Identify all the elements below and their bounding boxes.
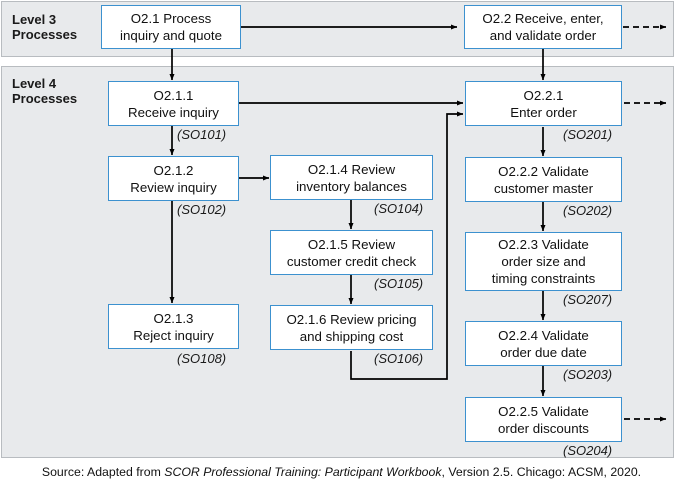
node-o214-line1: O2.1.4 Review	[307, 161, 396, 177]
node-o221-line1: O2.2.1	[523, 87, 564, 103]
level-3-band-label: Level 3 Processes	[12, 12, 97, 42]
node-o224-line1: O2.2.4 Validate	[498, 327, 589, 343]
node-o216-line1: O2.1.6 Review pricing	[286, 311, 417, 327]
node-o21-line2: inquiry and quote	[119, 28, 223, 43]
node-o211-line2: Receive inquiry	[128, 104, 219, 120]
node-o213-line1: O2.1.3	[153, 310, 194, 326]
node-o21[interactable]: O2.1 Process inquiry and quote	[101, 5, 241, 49]
node-o212[interactable]: O2.1.2 Review inquiry	[108, 156, 239, 201]
node-o213[interactable]: O2.1.3 Reject inquiry	[108, 304, 239, 349]
code-o213: (SO108)	[177, 351, 227, 366]
node-o221[interactable]: O2.2.1 Enter order	[465, 81, 622, 126]
level-4-label-line2: Processes	[12, 91, 78, 106]
node-o214-line2: inventory balances	[296, 178, 407, 194]
code-o224: (SO203)	[563, 367, 613, 382]
code-o225: (SO204)	[563, 443, 613, 458]
node-o216[interactable]: O2.1.6 Review pricing and shipping cost	[270, 305, 433, 350]
code-o211: (SO101)	[177, 127, 227, 142]
level-4-label-line1: Level 4	[12, 76, 57, 91]
node-o213-line2: Reject inquiry	[133, 327, 214, 343]
node-o223-line2: order size and	[501, 254, 586, 269]
node-o222-line2: customer master	[493, 180, 593, 196]
node-o216-line2: and shipping cost	[299, 328, 404, 344]
node-o222-line1: O2.2.2 Validate	[498, 163, 589, 179]
code-o212: (SO102)	[177, 202, 227, 217]
node-o22-line1: O2.2 Receive, enter,	[482, 11, 604, 26]
node-o224-line2: order due date	[500, 344, 587, 360]
node-o223-line3: timing constraints	[491, 271, 596, 286]
node-o22-line2: and validate order	[489, 28, 597, 43]
node-o222[interactable]: O2.2.2 Validate customer master	[465, 157, 622, 202]
node-o212-line2: Review inquiry	[130, 179, 217, 195]
node-o221-line2: Enter order	[510, 104, 577, 120]
node-o21-line1: O2.1 Process	[130, 11, 212, 26]
source-suffix: , Version 2.5. Chicago: ACSM, 2020.	[441, 465, 642, 479]
code-o222: (SO202)	[563, 203, 613, 218]
node-o225-line1: O2.2.5 Validate	[498, 403, 589, 419]
node-o211[interactable]: O2.1.1 Receive inquiry	[108, 81, 239, 126]
level-3-label-line2: Processes	[12, 27, 78, 42]
node-o212-line1: O2.1.2	[153, 162, 194, 178]
node-o224[interactable]: O2.2.4 Validate order due date	[465, 321, 622, 366]
connector-o216-feedback-to-o221	[350, 111, 464, 380]
level-4-band-label: Level 4 Processes	[12, 76, 97, 106]
node-o211-line1: O2.1.1	[153, 87, 194, 103]
node-o225[interactable]: O2.2.5 Validate order discounts	[465, 397, 622, 442]
source-prefix: Source: Adapted from	[41, 465, 165, 479]
node-o223-line1: O2.2.3 Validate	[498, 237, 589, 252]
node-o22[interactable]: O2.2 Receive, enter, and validate order	[464, 5, 622, 49]
node-o215[interactable]: O2.1.5 Review customer credit check	[270, 230, 433, 275]
source-title: SCOR Professional Training: Participant …	[164, 465, 442, 479]
node-o214[interactable]: O2.1.4 Review inventory balances	[270, 155, 433, 200]
source-caption: Source: Adapted from SCOR Professional T…	[0, 465, 683, 479]
code-o215: (SO105)	[374, 276, 424, 291]
node-o215-line2: customer credit check	[286, 253, 417, 269]
node-o223[interactable]: O2.2.3 Validate order size and timing co…	[465, 232, 622, 291]
code-o223: (SO207)	[563, 292, 613, 307]
level-3-label-line1: Level 3	[12, 12, 57, 27]
code-o214: (SO104)	[374, 201, 424, 216]
node-o225-line2: order discounts	[498, 420, 589, 436]
code-o221: (SO201)	[563, 127, 613, 142]
node-o215-line1: O2.1.5 Review	[307, 236, 396, 252]
code-o216: (SO106)	[374, 351, 424, 366]
